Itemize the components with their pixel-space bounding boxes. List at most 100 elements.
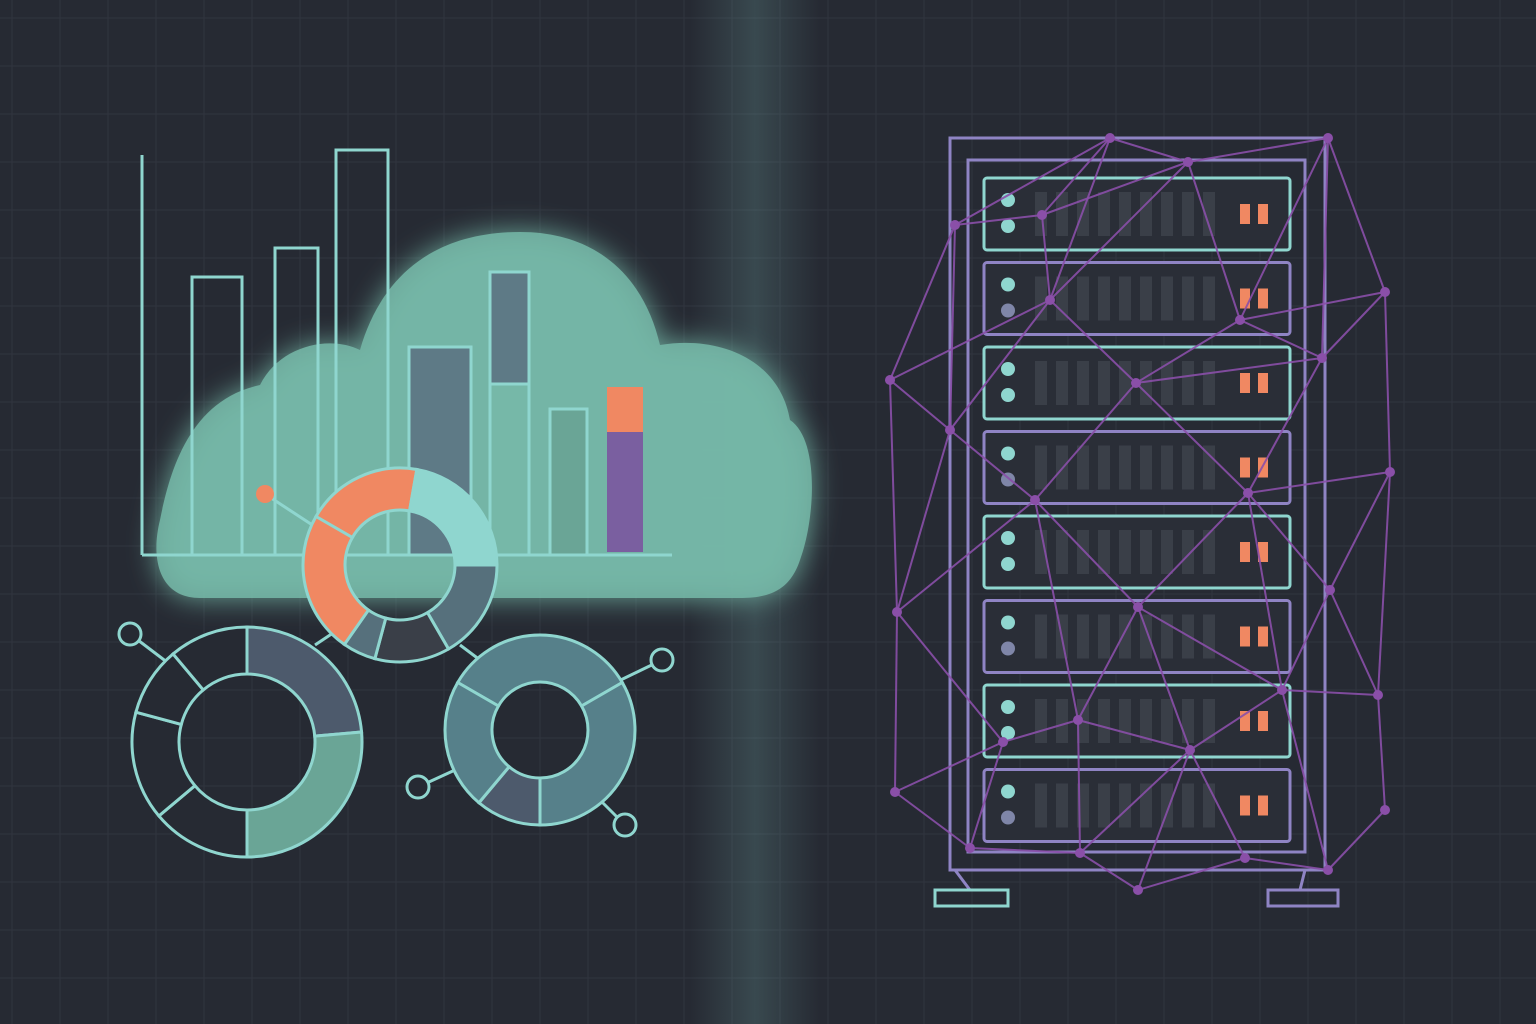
mesh-edge xyxy=(1077,719,1191,751)
server-units xyxy=(982,176,1292,843)
drive-slot xyxy=(1161,445,1173,490)
status-led xyxy=(1001,557,1015,571)
status-led xyxy=(1001,615,1015,630)
drive-slot xyxy=(1140,276,1152,321)
mesh-node xyxy=(1243,488,1253,498)
activity-light xyxy=(1258,711,1268,731)
mesh-edge xyxy=(1329,471,1391,591)
drive-slot xyxy=(1203,699,1215,743)
mesh-node xyxy=(1075,848,1085,858)
drive-slot xyxy=(1056,192,1068,236)
drive-slot xyxy=(1077,530,1089,574)
mesh-edge xyxy=(1137,857,1246,891)
drive-slot xyxy=(1056,699,1068,743)
mesh-node xyxy=(1323,133,1333,143)
drive-slot xyxy=(1035,699,1047,743)
status-led xyxy=(1001,810,1015,825)
activity-light xyxy=(1240,373,1250,393)
drive-slot xyxy=(1056,530,1068,574)
mesh-node xyxy=(1380,805,1390,815)
status-led xyxy=(1001,446,1015,461)
mesh-edge xyxy=(1135,382,1249,494)
drive-slot xyxy=(1077,361,1089,405)
status-led xyxy=(1001,219,1015,233)
mesh-edge xyxy=(1329,589,1379,696)
drive-slot xyxy=(1161,276,1173,321)
donut-segment xyxy=(301,514,371,647)
drive-slot xyxy=(1119,361,1131,405)
donut-segment xyxy=(170,625,249,693)
mesh-node xyxy=(1030,495,1040,505)
mesh-edge xyxy=(1384,291,1391,473)
mesh-edge xyxy=(1077,606,1139,721)
drive-slot xyxy=(1182,361,1194,405)
mesh-edge xyxy=(889,224,956,381)
mesh-node xyxy=(890,787,900,797)
drive-slot xyxy=(1077,276,1089,321)
activity-light xyxy=(1240,288,1250,309)
drive-slot xyxy=(1140,192,1152,236)
rack-outer-frame xyxy=(948,136,1327,872)
drive-slot xyxy=(1140,530,1152,574)
node-circle xyxy=(649,647,675,673)
drive-slot xyxy=(1119,276,1131,321)
drive-slot xyxy=(1077,445,1089,490)
mesh-node xyxy=(1133,602,1143,612)
drive-slot xyxy=(1098,361,1110,405)
bar-teal xyxy=(548,407,589,557)
bar-orange-segment xyxy=(607,387,643,432)
status-led xyxy=(1001,726,1015,740)
mesh-edge xyxy=(1281,689,1329,871)
drive-slot xyxy=(1119,192,1131,236)
drive-slot xyxy=(1161,699,1173,743)
bar-outline xyxy=(334,148,390,557)
mesh-edge xyxy=(1327,137,1386,293)
drive-slot xyxy=(1077,614,1089,659)
drive-slot xyxy=(1098,699,1110,743)
mesh-edge xyxy=(1135,357,1323,384)
activity-light xyxy=(1240,457,1250,478)
drive-slot xyxy=(1098,530,1110,574)
drive-slot xyxy=(1119,783,1131,828)
drive-slot xyxy=(1098,614,1110,659)
drive-slot xyxy=(1056,361,1068,405)
drive-slot xyxy=(1203,361,1215,405)
status-led xyxy=(1001,784,1015,799)
mesh-node xyxy=(1317,353,1327,363)
drive-slot xyxy=(1098,445,1110,490)
mesh-edge xyxy=(1079,749,1191,854)
drive-slot xyxy=(1140,361,1152,405)
activity-light xyxy=(1240,626,1250,647)
activity-light xyxy=(1258,288,1268,309)
mesh-node xyxy=(1037,210,1047,220)
drive-slot xyxy=(1098,276,1110,321)
mesh-edge xyxy=(894,741,1004,793)
mesh-node xyxy=(885,375,895,385)
mesh-node xyxy=(1325,585,1335,595)
drive-slot xyxy=(1035,445,1047,490)
status-led xyxy=(1001,362,1015,376)
mesh-node xyxy=(1183,157,1193,167)
mesh-edge xyxy=(1281,689,1379,696)
mesh-edge xyxy=(1034,499,1139,608)
mesh-edge xyxy=(1049,299,1137,384)
bar-outline xyxy=(273,246,320,557)
bar-outline xyxy=(190,275,244,557)
mesh-edge xyxy=(949,224,956,431)
drive-slot xyxy=(1119,530,1131,574)
activity-light xyxy=(1240,795,1250,816)
mesh-node xyxy=(965,843,975,853)
mesh-edge xyxy=(889,299,1051,381)
mesh-node xyxy=(998,737,1008,747)
drive-slot xyxy=(1140,699,1152,743)
mesh-edge xyxy=(896,499,1036,613)
mesh-edge xyxy=(889,379,951,431)
mesh-edge xyxy=(1041,137,1111,216)
mesh-edge xyxy=(1239,319,1323,359)
activity-light xyxy=(1240,542,1250,562)
drive-slot xyxy=(1203,614,1215,659)
mesh-edge xyxy=(1189,689,1283,751)
drive-slot xyxy=(1161,192,1173,236)
rack-leg xyxy=(1298,869,1307,891)
mesh-edge xyxy=(896,611,1004,743)
